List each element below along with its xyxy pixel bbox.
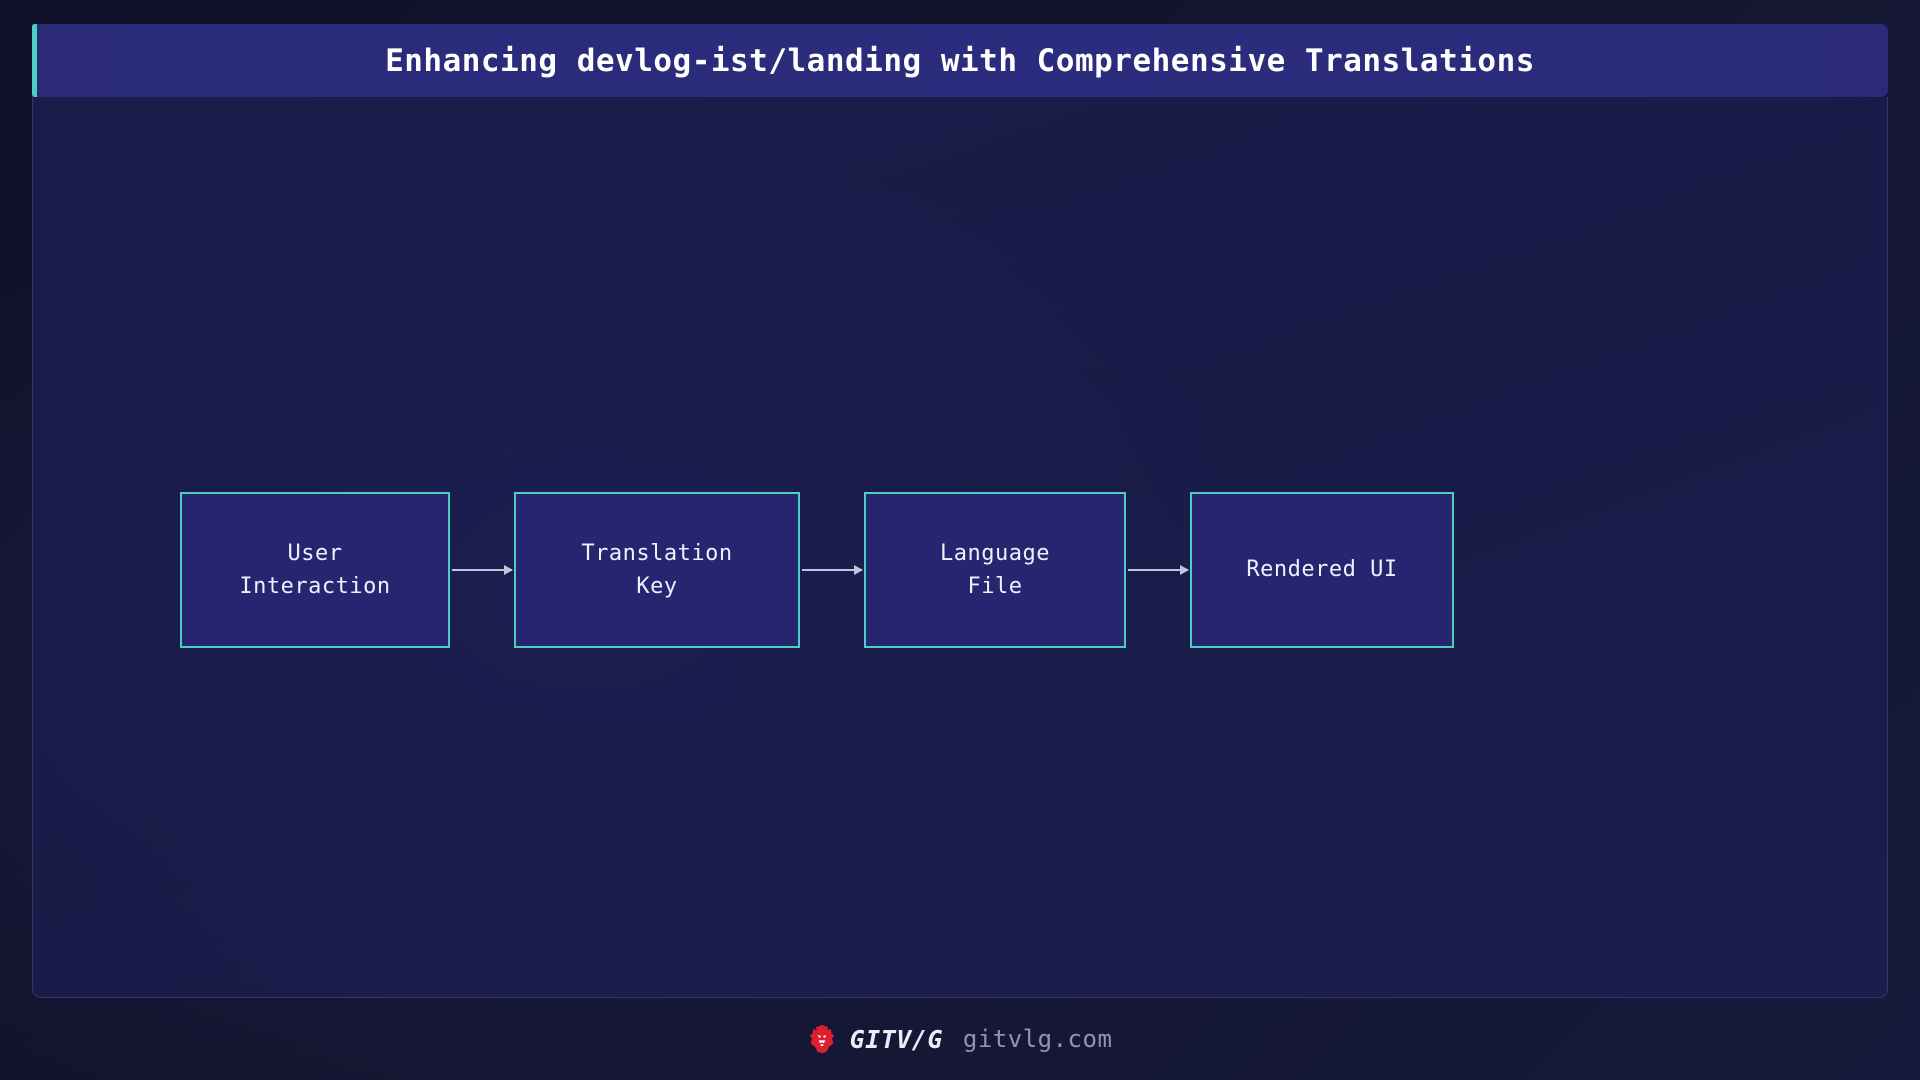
footer-branding: GITV/G gitvlg.com xyxy=(0,1014,1920,1064)
brand-domain: gitvlg.com xyxy=(962,1025,1113,1053)
flow-node-language-file[interactable]: Language File xyxy=(864,492,1126,648)
connector-language-file-to-rendered-ui xyxy=(1128,565,1189,575)
slide-frame: Enhancing devlog-ist/landing with Compre… xyxy=(32,24,1888,998)
connector-user-interaction-to-translation-key xyxy=(452,565,513,575)
accent-bar xyxy=(32,24,37,97)
page-title: Enhancing devlog-ist/landing with Compre… xyxy=(385,42,1535,79)
flow-node-translation-key[interactable]: Translation Key xyxy=(514,492,800,648)
flow-node-label-line1: User xyxy=(287,541,343,567)
flow-node-label-line1: Rendered UI xyxy=(1246,557,1398,583)
connector-translation-key-to-language-file xyxy=(802,565,863,575)
flow-node-label-line2: File xyxy=(967,573,1023,599)
flow-node-user-interaction[interactable]: User Interaction xyxy=(180,492,450,648)
flow-diagram: User Interaction Translation Key Languag… xyxy=(180,492,1460,648)
flow-node-label-line1: Language xyxy=(940,541,1050,567)
lion-head-icon xyxy=(809,1025,834,1053)
flow-node-label-line2: Key xyxy=(636,573,678,599)
brand-name: GITV/G xyxy=(849,1024,943,1054)
flow-node-label-line1: Translation xyxy=(581,541,733,567)
title-banner: Enhancing devlog-ist/landing with Compre… xyxy=(32,24,1888,97)
flow-node-label-line2: Interaction xyxy=(239,573,391,599)
flow-node-rendered-ui[interactable]: Rendered UI xyxy=(1190,492,1454,648)
